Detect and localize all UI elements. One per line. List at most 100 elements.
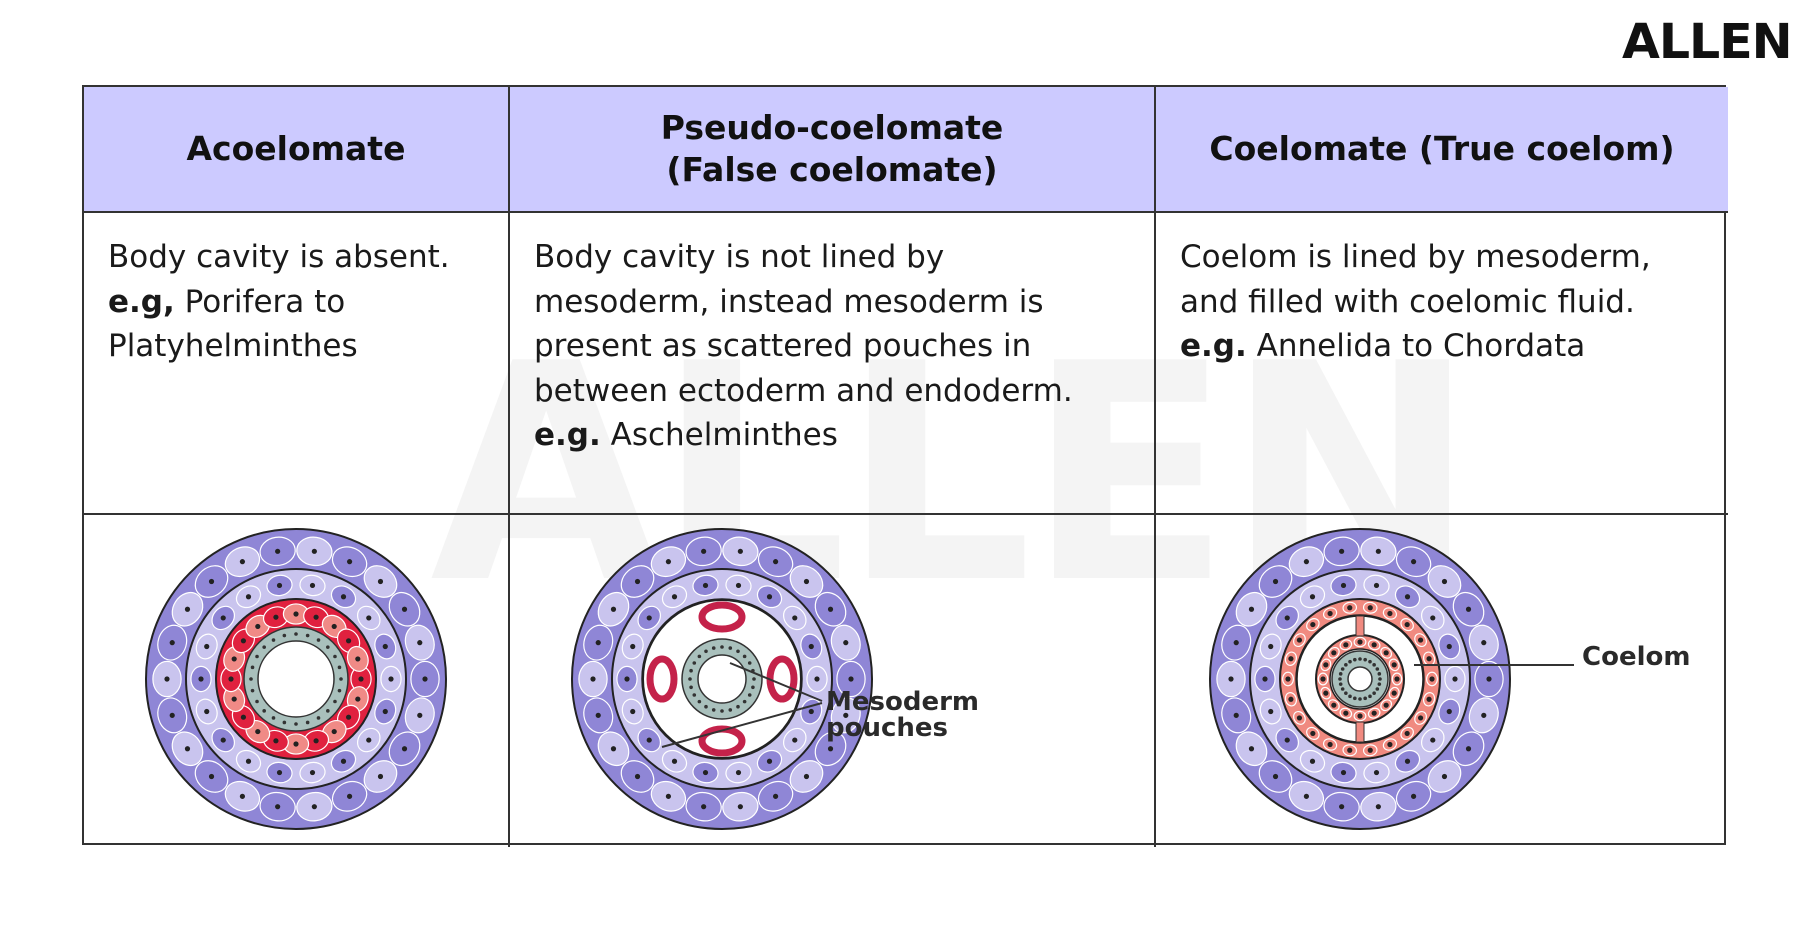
endoderm-nucleus [1344, 691, 1348, 695]
ectoderm-nucleus [169, 640, 175, 646]
endoderm-nucleus [262, 645, 266, 649]
ectoderm-nucleus [1248, 746, 1255, 752]
mesoderm-nucleus [358, 676, 364, 682]
ectoderm-inner-nucleus [309, 769, 316, 776]
example-prefix: e.g. [534, 417, 601, 453]
ectoderm-nucleus [1375, 548, 1381, 554]
ectoderm-inner-nucleus [1268, 643, 1274, 650]
ectoderm-inner-nucleus [1430, 737, 1436, 743]
ectoderm-inner-nucleus [1446, 643, 1452, 650]
ectoderm-nucleus [1339, 804, 1345, 810]
description-line: Body cavity is absent. [108, 235, 486, 280]
endoderm-nucleus [747, 661, 752, 665]
acoelomate-diagram [145, 528, 447, 830]
splanchnic-mesoderm-nucleus [1383, 650, 1389, 656]
endoderm-nucleus [689, 685, 693, 690]
pouch-pointer-line-bottom [661, 702, 823, 748]
splanchnic-mesoderm-nucleus [1391, 690, 1397, 696]
splanchnic-mesoderm-nucleus [1391, 662, 1397, 668]
ectoderm-inner-nucleus [630, 643, 636, 650]
somatic-mesoderm-nucleus [1310, 621, 1316, 628]
ectoderm-nucleus [1465, 746, 1472, 752]
ectoderm-nucleus [1303, 793, 1310, 799]
ectoderm-nucleus [164, 676, 170, 682]
ectoderm-inner-nucleus [1340, 769, 1347, 776]
mesoderm-nucleus [313, 738, 319, 744]
splanchnic-mesoderm-nucleus [1331, 650, 1337, 656]
ectoderm-nucleus [208, 773, 215, 780]
ectoderm-inner-nucleus [671, 594, 678, 600]
ectoderm-inner-nucleus [1262, 676, 1268, 682]
mesoderm-nucleus [313, 614, 319, 620]
ectoderm-nucleus [843, 712, 849, 718]
ectoderm-inner-nucleus [766, 594, 773, 600]
ectoderm-nucleus [772, 559, 779, 565]
mesoderm-nucleus [228, 676, 234, 682]
somatic-mesoderm-nucleus [1426, 656, 1432, 662]
mesoderm-pouch [698, 601, 746, 633]
description-line: mesoderm, instead mesoderm is [534, 280, 1132, 325]
mesoderm-nucleus [231, 656, 237, 662]
endoderm-nucleus [255, 699, 259, 704]
splanchnic-mesoderm-nucleus [1371, 642, 1377, 648]
description-line: Platyhelminthes [108, 324, 486, 369]
endoderm-nucleus [1338, 672, 1343, 676]
endoderm-nucleus [1375, 687, 1380, 691]
somatic-mesoderm-nucleus [1417, 715, 1424, 721]
ectoderm-nucleus [184, 746, 191, 752]
ectoderm-nucleus [377, 578, 384, 585]
ectoderm-inner-nucleus [276, 769, 283, 776]
splanchnic-mesoderm-nucleus [1383, 702, 1389, 708]
description-text: Body cavity is absent. [108, 239, 450, 275]
description-line: present as scattered pouches in [534, 324, 1132, 369]
ectoderm-inner-nucleus [630, 708, 636, 715]
endoderm-nucleus [752, 677, 756, 681]
endoderm-nucleus [1344, 663, 1348, 667]
ectoderm-nucleus [1272, 578, 1279, 585]
ectoderm-inner-nucleus [309, 582, 316, 589]
mesoderm-pouch [646, 655, 678, 703]
endoderm-nucleus [1363, 657, 1367, 662]
ectoderm-nucleus [346, 559, 353, 565]
ectoderm-inner-nucleus [671, 758, 678, 764]
mesoderm-nucleus [293, 611, 299, 617]
ectoderm-nucleus [590, 676, 596, 682]
ectoderm-inner-nucleus [1340, 582, 1347, 589]
mesoderm-nucleus [355, 696, 361, 702]
endoderm-nucleus [282, 633, 287, 638]
ectoderm-nucleus [665, 559, 672, 565]
description-line: e.g. Annelida to Chordata [1180, 324, 1706, 369]
endoderm-outer-edge [681, 638, 763, 720]
ectoderm-nucleus [239, 793, 246, 799]
endoderm-nucleus [1338, 677, 1342, 681]
gut-lumen [697, 654, 747, 704]
ectoderm-nucleus [843, 640, 849, 646]
ectoderm-nucleus [1410, 559, 1417, 565]
endoderm-outer-edge [243, 626, 349, 732]
somatic-mesoderm-nucleus [1387, 741, 1393, 748]
endoderm-nucleus [282, 720, 287, 725]
somatic-mesoderm-nucleus [1367, 605, 1373, 611]
ectoderm-nucleus [595, 640, 601, 646]
ectoderm-nucleus [275, 548, 281, 554]
description-text: Aschelminthes [600, 417, 838, 453]
ectoderm-nucleus [1248, 606, 1255, 612]
heading-coelomate: Coelomate (True coelom) [1156, 87, 1728, 213]
ectoderm-inner-nucleus [1404, 758, 1411, 764]
description-line: Coelom is lined by mesoderm, [1180, 235, 1706, 280]
ectoderm-inner-nucleus [1404, 594, 1411, 600]
ectoderm-nucleus [803, 578, 810, 585]
mesoderm-nucleus [355, 656, 361, 662]
endoderm-nucleus [742, 699, 747, 704]
ectoderm-nucleus [275, 804, 281, 810]
endoderm-nucleus [250, 665, 255, 670]
ectoderm-inner-nucleus [382, 708, 388, 715]
ectoderm-inner-nucleus [245, 594, 252, 600]
ectoderm-nucleus [772, 793, 779, 799]
endoderm-nucleus [333, 699, 337, 704]
splanchnic-mesoderm-nucleus [1343, 642, 1349, 648]
description-line: between ectoderm and endoderm. [534, 369, 1132, 414]
endoderm-nucleus [728, 646, 733, 650]
somatic-mesoderm-outer-edge [1279, 598, 1441, 760]
